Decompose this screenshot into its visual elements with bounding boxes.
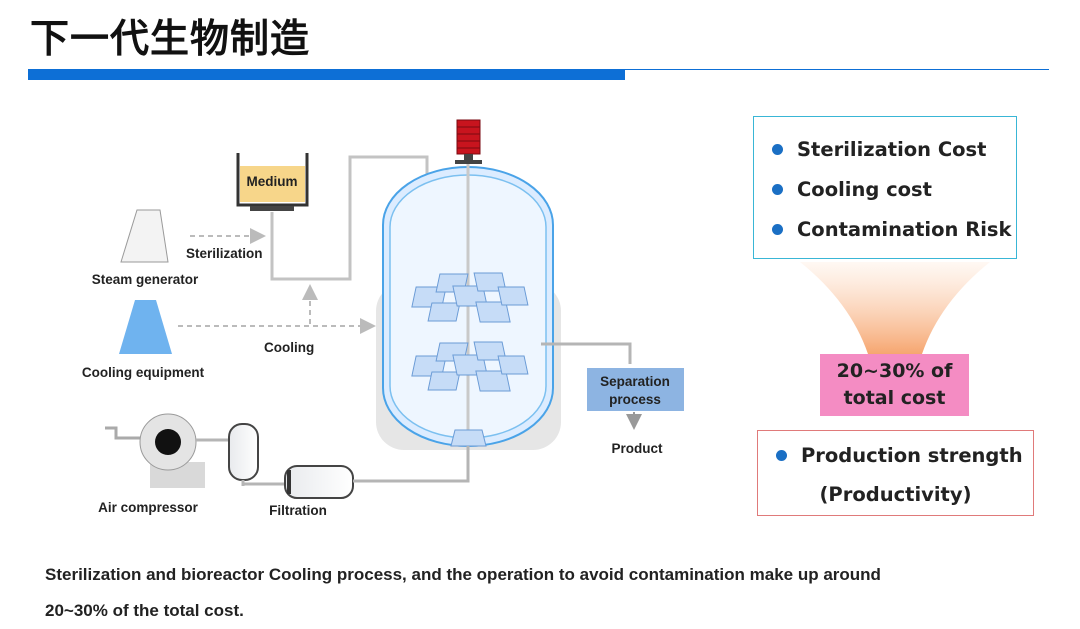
caption-line1: Sterilization and bioreactor Cooling pro…: [45, 565, 881, 584]
cooling-equipment: Cooling equipment: [82, 300, 205, 380]
steam-generator: Steam generator: [92, 209, 199, 287]
medium-pipe: [270, 155, 429, 281]
motor: [455, 119, 482, 164]
bullet-icon: [772, 223, 783, 235]
bullet-icon: [776, 450, 787, 461]
filtration-unit: Filtration: [269, 465, 354, 518]
impeller-upper: [411, 272, 529, 323]
sterilization-label: Sterilization: [186, 246, 263, 261]
medium-label: Medium: [246, 174, 297, 189]
production-line1: Production strength: [801, 444, 1023, 467]
cooling-label: Cooling: [264, 340, 314, 355]
medium-tank: Medium: [236, 153, 309, 211]
outlet-pipe: [541, 342, 632, 364]
filtration-label: Filtration: [269, 503, 327, 518]
separation-process-box: [587, 368, 684, 411]
caption-line2: 20~30% of the total cost.: [45, 601, 244, 620]
cost-item: Sterilization Cost: [766, 129, 1016, 169]
total-cost-line1: 20~30% of: [836, 360, 953, 382]
cost-factors-box: Sterilization Cost Cooling cost Contamin…: [753, 116, 1017, 259]
funnel-arrow-icon: [800, 262, 990, 354]
bullet-icon: [772, 143, 783, 155]
bullet-icon: [772, 183, 783, 195]
cost-item-label: Contamination Risk: [797, 217, 1012, 241]
page-title: 下一代生物制造: [30, 17, 311, 62]
cost-item-label: Cooling cost: [797, 177, 932, 201]
separation-label-line1: Separation: [600, 374, 670, 389]
cost-item-label: Sterilization Cost: [797, 137, 987, 161]
impeller-lower: [411, 341, 529, 392]
production-strength-box: Production strength (Productivity): [757, 430, 1034, 516]
steam-generator-label: Steam generator: [92, 272, 199, 287]
bioprocess-diagram: Medium Steam generator Sterilization Coo…: [82, 119, 684, 518]
sparger: [450, 429, 487, 447]
total-cost-line2: total cost: [843, 387, 946, 409]
separation-label-line2: process: [609, 392, 661, 407]
air-inlet-pipe: [353, 446, 470, 483]
air-compressor: Air compressor: [98, 413, 259, 515]
production-line2: (Productivity): [819, 483, 972, 506]
air-compressor-label: Air compressor: [98, 500, 199, 515]
caption: Sterilization and bioreactor Cooling pro…: [45, 557, 1045, 629]
title-underline-thick: [28, 69, 625, 80]
title-underline-thin: [625, 69, 1049, 70]
cost-item: Contamination Risk: [766, 209, 1016, 249]
total-cost-box: 20~30% of total cost: [820, 354, 969, 416]
cooling-equipment-label: Cooling equipment: [82, 365, 205, 380]
cost-item: Cooling cost: [766, 169, 1016, 209]
product-label: Product: [611, 441, 663, 456]
